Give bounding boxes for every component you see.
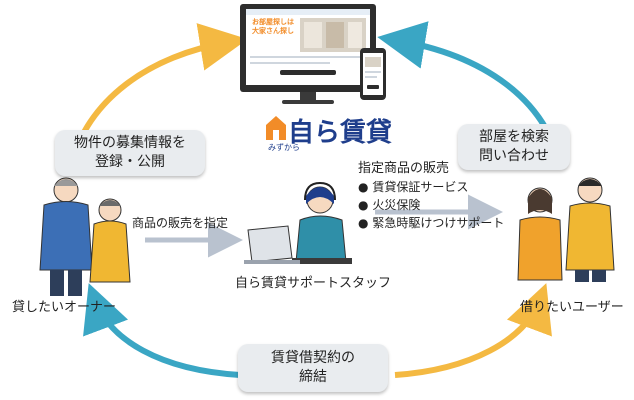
bullet-icon: ● [358,216,369,230]
laptop-icon [244,225,300,264]
owner-action-line1: 物件の募集情報を [74,135,186,151]
support-staff-illustration [292,181,352,264]
brand-logo-kana: みずから [268,143,300,152]
contract-line2: 締結 [299,369,327,385]
product-item-label: 緊急時駆けつけサポート [372,216,505,230]
smartphone-icon [360,48,386,100]
user-label: 借りたいユーザー [520,300,624,315]
product-item: ● 賃貸保証サービス [358,178,504,196]
product-item-label: 火災保険 [372,198,421,212]
arrow-contract-to-owner [83,283,241,378]
headset-icon [304,181,336,201]
contract-bubble: 賃貸借契約の 締結 [238,344,388,392]
user-action-line2: 問い合わせ [479,148,549,164]
product-list-heading: 指定商品の販売 [358,161,450,176]
contract-line1: 賃貸借契約の [271,350,355,366]
bullet-icon: ● [358,180,369,194]
bullet-icon: ● [358,198,369,212]
owner-to-staff-label: 商品の販売を指定 [132,216,229,230]
owner-action-bubble: 物件の募集情報を 登録・公開 [55,130,205,176]
website-headline: お部屋探しは 大家さん探し [252,18,300,36]
product-item: ● 火災保険 [358,196,504,214]
product-list: 指定商品の販売 ● 賃貸保証サービス ● 火災保険 ● 緊急時駆けつけサポート [358,160,504,232]
arrow-contract-to-user [394,283,552,378]
brand-logo-main: 自ら賃貸 [288,118,393,148]
monitor-icon [240,4,376,104]
owner-couple-illustration [39,177,131,296]
website-headline-line2: 大家さん探し [252,27,294,35]
user-action-bubble: 部屋を検索 問い合わせ [458,124,570,170]
website-headline-line1: お部屋探しは [252,18,294,26]
owner-action-line2: 登録・公開 [95,154,165,170]
product-item-label: 賃貸保証サービス [372,180,469,194]
staff-label: 自ら賃貸サポートスタッフ [235,276,392,291]
owner-label: 貸したいオーナー [12,300,117,315]
product-item: ● 緊急時駆けつけサポート [358,214,504,232]
user-couple-illustration [517,177,615,282]
user-action-line1: 部屋を検索 [479,129,549,145]
house-logo-icon [266,116,286,140]
